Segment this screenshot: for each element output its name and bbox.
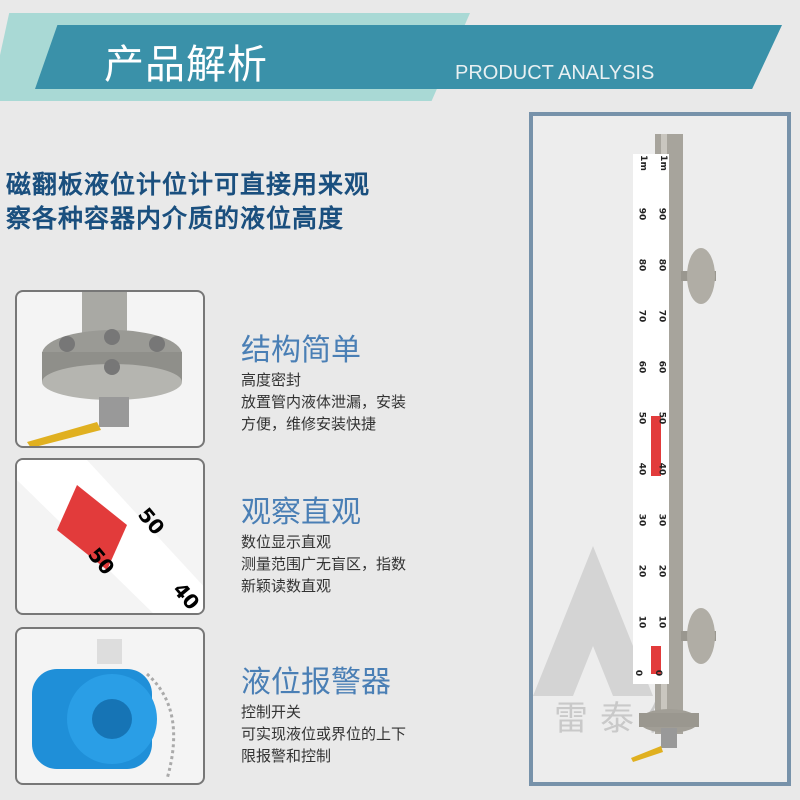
feature-text: 新颖读数直观 (241, 577, 332, 595)
intro-line: 磁翻板液位计位计可直接用来观 (6, 170, 371, 199)
scale-closeup-photo: 50 50 40 (15, 458, 205, 615)
scale-label: 60 (636, 360, 647, 374)
scale-label: 40 (636, 462, 647, 476)
intro-line: 察各种容器内介质的液位高度 (6, 204, 345, 233)
feature-text: 高度密封 (241, 371, 302, 389)
scale-label: 0 (633, 669, 644, 677)
scale-label: 10 (656, 615, 667, 629)
feature-text: 方便，维修安装快捷 (241, 415, 377, 433)
magnetic-level-gauge (631, 134, 716, 762)
watermark-logo (533, 546, 653, 696)
scale-label: 60 (656, 360, 667, 374)
scale-label: 30 (656, 513, 667, 527)
scale-label: 50 (656, 411, 667, 425)
feature-structure: 结构简单 高度密封 放置管内液体泄漏，安装 方便，维修安装快捷 (241, 333, 406, 435)
feature-text: 控制开关 (241, 703, 302, 721)
header-band (35, 25, 782, 89)
alarm-junction-box-photo (15, 627, 205, 785)
feature-title: 结构简单 (241, 333, 361, 368)
feature-text: 限报警和控制 (241, 747, 332, 765)
scale-label: 90 (656, 207, 667, 221)
scale-label: 70 (656, 309, 667, 323)
flange-valve-photo (15, 290, 205, 448)
scale-label: 10 (636, 615, 647, 629)
scale-label: 80 (636, 258, 647, 272)
feature-title: 观察直观 (241, 495, 361, 530)
page-title: 产品解析 (104, 42, 268, 88)
scale-label: 1m (637, 155, 648, 171)
scale-label: 20 (636, 564, 647, 578)
feature-text: 测量范围广无盲区，指数 (241, 555, 407, 573)
page-subtitle: PRODUCT ANALYSIS (455, 62, 655, 84)
scale-label: 1m (657, 155, 668, 171)
intro-text: 磁翻板液位计位计可直接用来观 察各种容器内介质的液位高度 (6, 168, 370, 236)
feature-alarm: 液位报警器 控制开关 可实现液位或界位的上下 限报警和控制 (241, 665, 406, 767)
scale-label: 70 (636, 309, 647, 323)
scale-label: 80 (656, 258, 667, 272)
scale-label: 90 (636, 207, 647, 221)
scale-label: 0 (653, 669, 664, 677)
scale-label: 30 (636, 513, 647, 527)
scale-label: 50 (636, 411, 647, 425)
scale-label: 40 (656, 462, 667, 476)
feature-text: 放置管内液体泄漏，安装 (241, 393, 407, 411)
feature-text: 可实现液位或界位的上下 (241, 725, 407, 743)
feature-text: 数位显示直观 (241, 533, 332, 551)
scale-label: 20 (656, 564, 667, 578)
feature-title: 液位报警器 (241, 665, 391, 700)
feature-observation: 观察直观 数位显示直观 测量范围广无盲区，指数 新颖读数直观 (241, 495, 406, 597)
